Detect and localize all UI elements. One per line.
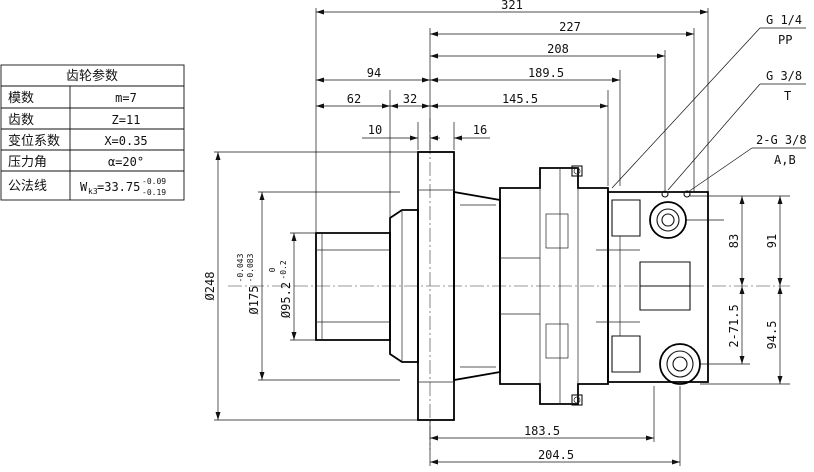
dim-145-5: 145.5	[502, 92, 538, 106]
port-a-icon	[649, 201, 687, 239]
dim-dia-175-tol-upper: -0.043	[236, 253, 245, 282]
port-ab-name: A,B	[774, 153, 796, 167]
dim-dia-95-2-tol-upper: 0	[268, 267, 277, 272]
row-value-module: m=7	[115, 91, 137, 105]
dim-227: 227	[559, 20, 581, 34]
dim-16: 16	[473, 123, 487, 137]
port-b-icon	[659, 343, 701, 385]
valve-block	[607, 191, 709, 383]
dim-32: 32	[403, 92, 417, 106]
row-value-span-tol-upper: -0.09	[142, 177, 166, 186]
dim-dia-175-tol-lower: -0.083	[246, 253, 255, 282]
port-t-icon	[683, 190, 691, 198]
dim-dia-175: Ø175	[247, 286, 261, 315]
row-value-span-tol-lower: -0.19	[142, 188, 166, 197]
right-dimensions: 83 91 2-71.5 94.5	[686, 195, 790, 385]
row-value-span-sub: k3	[88, 187, 98, 196]
dim-83: 83	[727, 234, 741, 248]
row-value-teeth: Z=11	[112, 113, 141, 127]
dim-208: 208	[547, 42, 569, 56]
row-value-pressure-angle: α=20°	[108, 155, 144, 169]
dim-321: 321	[501, 0, 523, 12]
row-value-shift: X=0.35	[104, 134, 147, 148]
dim-94: 94	[367, 66, 381, 80]
row-label-teeth: 齿数	[8, 113, 34, 128]
port-pp-size: G 1/4	[766, 13, 802, 27]
bottom-dimensions: 183.5 204.5	[429, 386, 681, 466]
gear-parameter-table: 齿轮参数 模数 m=7 齿数 Z=11 变位系数 X=0.35 压力角 α=20…	[0, 64, 185, 201]
dim-dia-95-2: Ø95.2	[279, 282, 293, 318]
diameter-dimensions: Ø248 Ø175 -0.043 -0.083 Ø95.2 0 -0.2	[203, 151, 418, 421]
port-pp-icon	[661, 190, 669, 198]
port-t-size: G 3/8	[766, 69, 802, 83]
port-ab-size: 2-G 3/8	[756, 133, 807, 147]
dim-dia-95-2-tol-lower: -0.2	[279, 260, 288, 279]
top-dimensions: 321 227 208 94 189.5 62 32	[315, 0, 709, 232]
row-value-span-prefix: W	[80, 180, 88, 194]
port-t-name: T	[784, 89, 791, 103]
motor-body	[228, 118, 790, 450]
dim-10: 10	[368, 123, 382, 137]
dim-91: 91	[765, 234, 779, 248]
row-label-pressure-angle: 压力角	[8, 155, 47, 170]
dim-94-5: 94.5	[765, 321, 779, 350]
dim-189-5: 189.5	[528, 66, 564, 80]
dim-62: 62	[347, 92, 361, 106]
port-pp-name: PP	[778, 33, 792, 47]
row-value-span-main: =33.75	[97, 180, 140, 194]
dim-204-5: 204.5	[538, 448, 574, 462]
row-label-span: 公法线	[8, 179, 47, 194]
gear-table-title: 齿轮参数	[66, 68, 118, 84]
row-label-shift: 变位系数	[8, 133, 60, 149]
dim-2-71-5: 2-71.5	[727, 304, 741, 347]
port-callouts: G 1/4 PP G 3/8 T 2-G 3/8 A,B	[611, 13, 807, 193]
row-label-module: 模数	[8, 91, 34, 106]
dim-dia-248: Ø248	[203, 272, 217, 301]
output-shaft	[315, 232, 391, 341]
dim-183-5: 183.5	[524, 424, 560, 438]
